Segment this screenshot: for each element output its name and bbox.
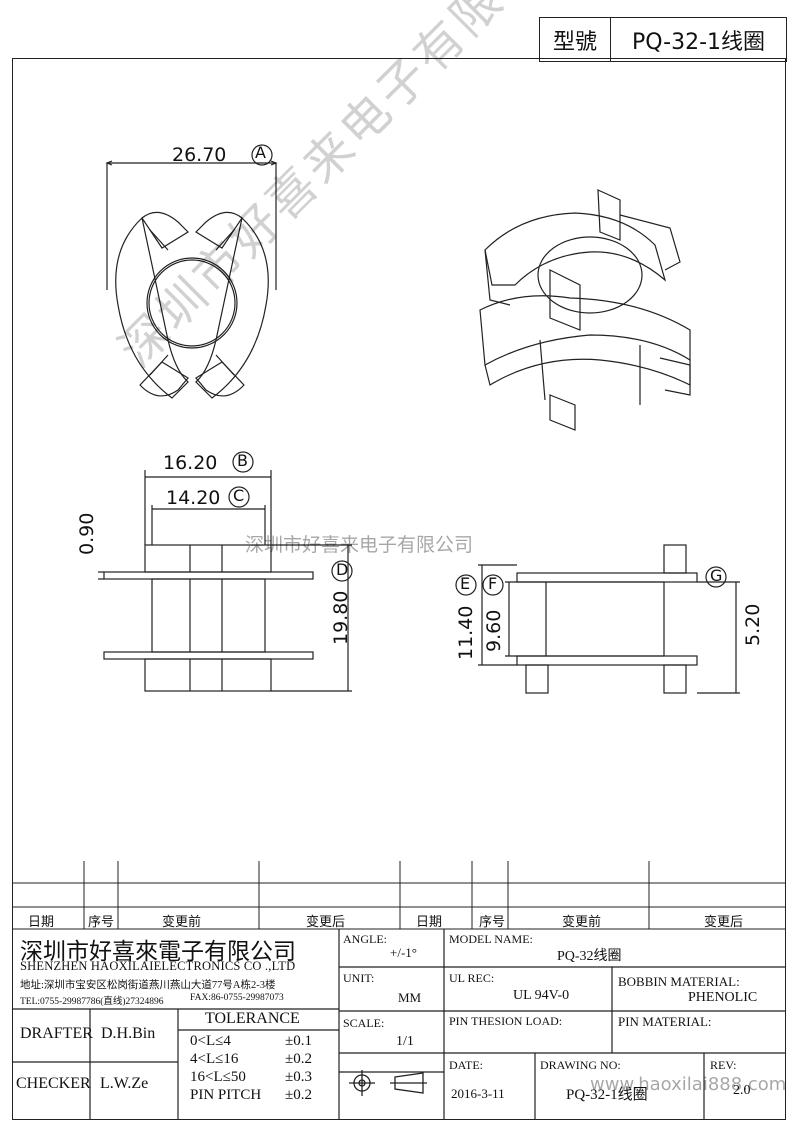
angle-value: +/-1° (390, 945, 417, 960)
company-address: 地址:深圳市宝安区松岗街道燕川燕山大道77号A栋2-3楼 (20, 980, 276, 991)
rev-date-1: 日期 (28, 914, 55, 929)
dim-a-tag: A (255, 143, 266, 162)
tol-range-2: 4<L≤16 (190, 1051, 239, 1067)
tol-range-4: PIN PITCH (190, 1087, 262, 1103)
top-view (105, 160, 278, 399)
dim-b-tag: B (237, 451, 248, 470)
drafter-label: DRAFTER (20, 1025, 93, 1042)
checker-label: CHECKER (16, 1075, 91, 1092)
company-tel: TEL:0755-29987786(直线)27324896 (20, 997, 164, 1007)
model-name-value: PQ-32线圈 (557, 949, 622, 964)
unit-value: MM (398, 990, 422, 1005)
model-value: PQ-32-1线圈 (631, 29, 766, 55)
dim-flange-value: 0.90 (76, 512, 98, 555)
pin-material-label: PIN MATERIAL: (618, 1014, 712, 1029)
rev-before-2: 变更前 (562, 914, 602, 929)
pin-thesion-label: PIN THESION LOAD: (449, 1014, 563, 1028)
front-view (98, 470, 352, 692)
tol-value-3: ±0.3 (285, 1069, 312, 1085)
model-box: 型號 PQ-32-1线圈 (539, 17, 787, 62)
dim-c-value: 14.20 (166, 487, 221, 509)
dim-f-tag: F (488, 574, 498, 593)
date-label: DATE: (449, 1058, 483, 1072)
ul-label: UL REC: (449, 971, 495, 985)
angle-label: ANGLE: (343, 932, 387, 946)
bobbin-material-value: PHENOLIC (688, 990, 758, 1005)
rev-label: REV: (710, 1058, 737, 1072)
tol-value-4: ±0.2 (285, 1087, 312, 1103)
tol-value-2: ±0.2 (285, 1051, 312, 1067)
dim-f-value: 9.60 (483, 609, 505, 652)
dim-g-tag: G (710, 566, 723, 585)
company-name-en: SHENZHEN HAOXILAIELECTRONICS CO .,LTD (20, 959, 296, 973)
dim-b-value: 16.20 (163, 452, 218, 474)
dim-e-value: 11.40 (455, 605, 477, 660)
model-name-label: MODEL NAME: (449, 932, 533, 946)
checker-value: L.W.Ze (100, 1075, 149, 1092)
model-label: 型號 (540, 18, 611, 61)
tolerance-label: TOLERANCE (205, 1010, 300, 1027)
rev-num-1: 序号 (88, 914, 115, 929)
date-value: 2016-3-11 (451, 1086, 505, 1101)
company-watermark-inline: 深圳市好喜来电子有限公司 (245, 534, 474, 556)
bobbin-material-label: BOBBIN MATERIAL: (618, 974, 740, 989)
unit-label: UNIT: (343, 971, 375, 985)
dim-g-value: 5.20 (742, 603, 764, 646)
tol-range-1: 0<L≤4 (190, 1033, 231, 1049)
title-block-grid (12, 929, 786, 1120)
drawing-no-value: PQ-32-1线圈 (566, 1087, 648, 1103)
rev-value: 2.0 (733, 1083, 751, 1098)
scale-value: 1/1 (396, 1034, 414, 1049)
rev-after-2: 变更后 (704, 914, 744, 929)
scale-label: SCALE: (343, 1016, 385, 1030)
site-watermark: www.haoxilai888.com (590, 1074, 787, 1095)
dim-d-value: 19.80 (330, 590, 352, 645)
dim-c-tag: C (233, 486, 245, 505)
rev-num-2: 序号 (479, 914, 506, 929)
side-view (478, 544, 740, 694)
rev-after-1: 变更后 (306, 914, 346, 929)
ul-value: UL 94V-0 (513, 988, 570, 1003)
drawing-sheet (12, 58, 786, 1120)
tol-range-3: 16<L≤50 (190, 1069, 246, 1085)
dim-e-tag: E (460, 574, 471, 593)
technical-drawing (98, 144, 740, 694)
drafter-value: D.H.Bin (101, 1025, 156, 1042)
revision-grid (12, 861, 786, 930)
dim-d-tag: D (336, 560, 349, 579)
isometric-view (479, 189, 691, 431)
tol-value-1: ±0.1 (285, 1033, 312, 1049)
company-name-cn: 深圳市好喜來電子有限公司 (20, 939, 296, 965)
drawing-no-label: DRAWING NO: (540, 1058, 621, 1072)
company-fax: FAX:86-0755-29987073 (190, 993, 284, 1003)
dim-a-value: 26.70 (172, 144, 227, 166)
rev-before-1: 变更前 (162, 914, 202, 929)
rev-date-2: 日期 (416, 914, 443, 929)
projection-symbol-icon (349, 1070, 427, 1096)
